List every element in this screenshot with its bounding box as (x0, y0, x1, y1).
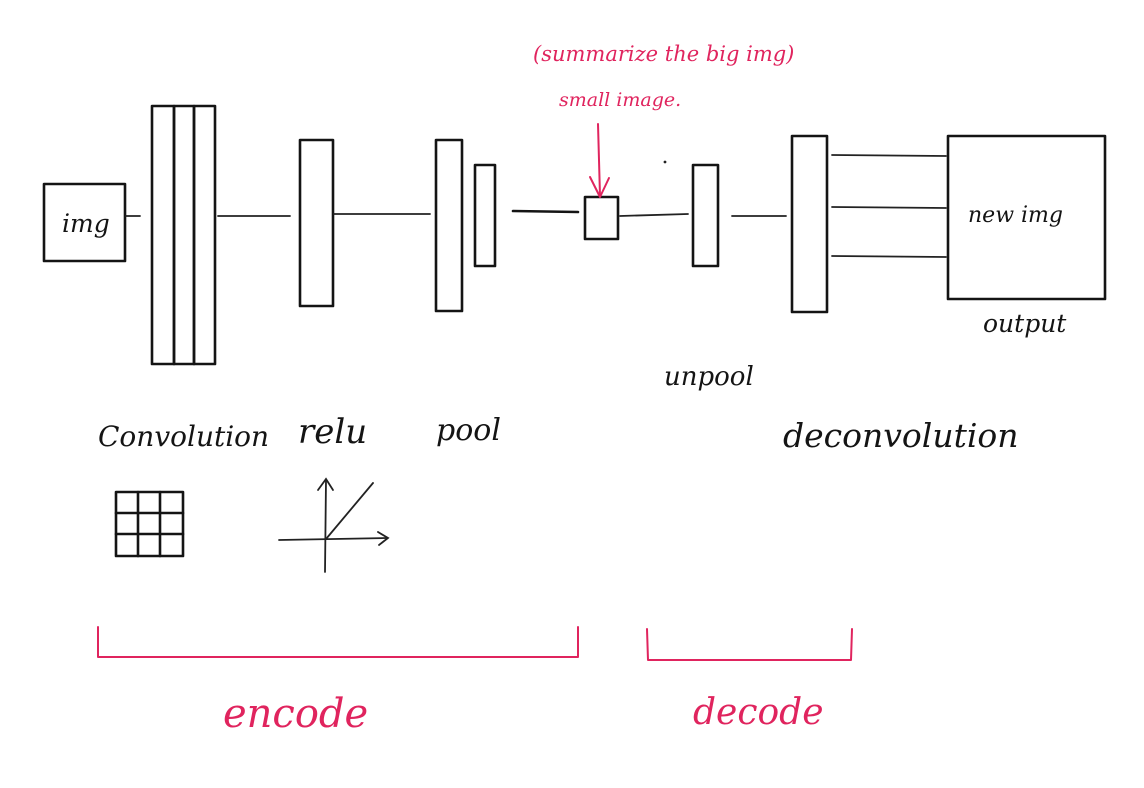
annotation-arrow (589, 123, 610, 198)
output-label: output (983, 309, 1067, 338)
output-image-label: new img (968, 203, 1063, 228)
pool-layer (434, 138, 497, 313)
encode-label: encode (223, 691, 368, 737)
connector-pool-code (511, 209, 580, 214)
convolution-label: Convolution (98, 420, 269, 453)
input-image-node: img (42, 182, 127, 263)
decode-bracket (646, 628, 853, 661)
annotation-small-image: small image. (559, 89, 681, 111)
relu-layer (298, 138, 335, 308)
unpool-layer (691, 163, 720, 268)
convolution-layer (150, 104, 217, 366)
relu-graph-icon (278, 477, 390, 573)
pool-label: pool (436, 413, 501, 448)
ink-dot (663, 160, 667, 164)
unpool-label: unpool (664, 362, 754, 392)
input-image-label: img (62, 209, 110, 238)
connectors-deconv-output (831, 154, 947, 258)
bottleneck-small-image (583, 195, 620, 241)
kernel-grid-icon (114, 490, 185, 558)
output-image-node: new img (946, 134, 1107, 301)
connector-code-unpool (619, 213, 689, 217)
deconvolution-label: deconvolution (783, 416, 1019, 455)
encode-bracket (97, 626, 579, 658)
deconvolution-layer (790, 134, 829, 314)
annotation-summary: (summarize the big img) (533, 42, 794, 66)
decode-label: decode (693, 692, 824, 733)
relu-label: relu (298, 412, 367, 452)
